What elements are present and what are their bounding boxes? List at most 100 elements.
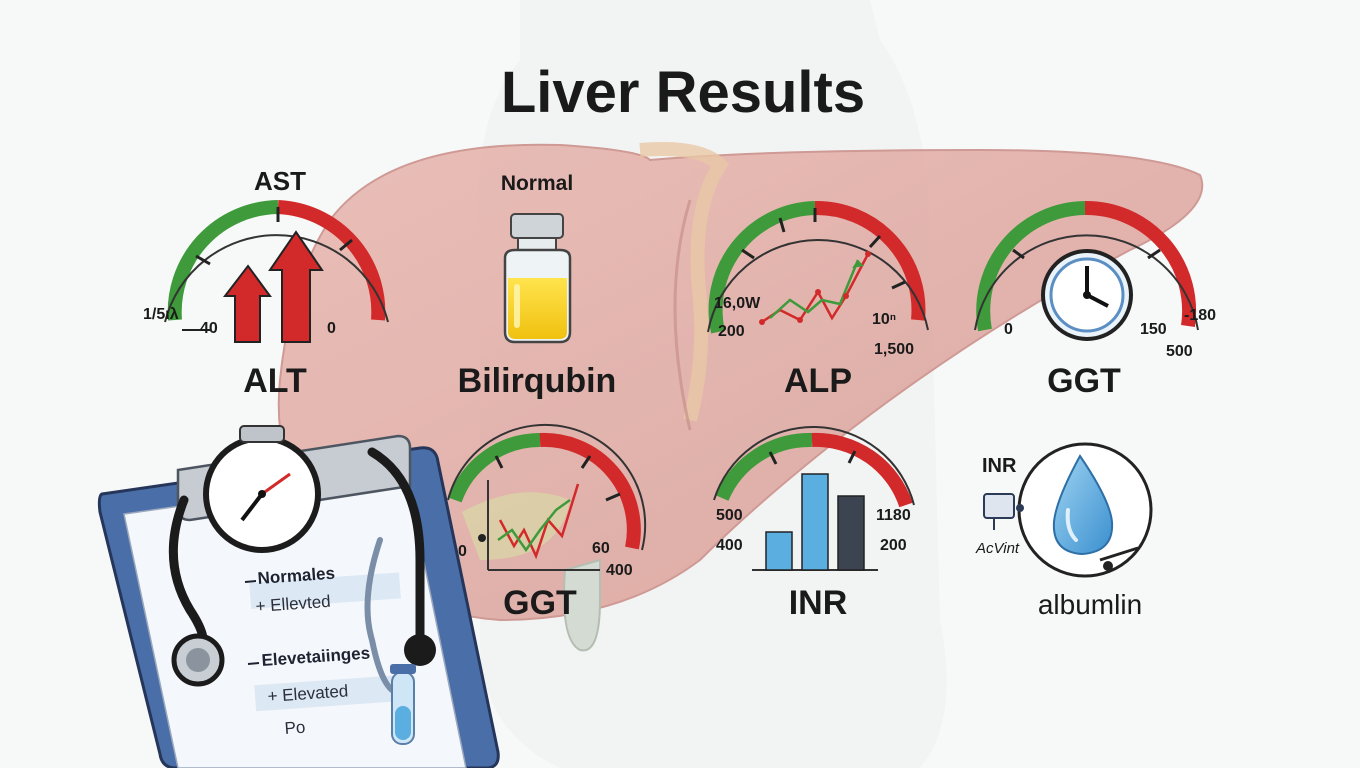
tick-label: 500	[1166, 343, 1193, 360]
gauge-tick	[768, 451, 778, 465]
gauge-outline	[713, 425, 915, 506]
tick-label: 60	[592, 540, 610, 557]
tick-label: 200	[880, 537, 907, 554]
stopwatch-center	[258, 490, 266, 498]
dial-pointer	[1099, 546, 1139, 562]
bar	[801, 473, 829, 571]
gauge-outline	[974, 234, 1199, 331]
bar	[837, 495, 865, 571]
stethoscope-tube	[364, 537, 395, 693]
ggt-mid-label: GGT	[503, 584, 577, 622]
trend-arrowhead	[852, 260, 864, 268]
trend-point	[815, 289, 821, 295]
gauge-red-arc	[539, 432, 641, 550]
dial-knob	[1103, 561, 1113, 571]
bar	[765, 531, 793, 571]
ggt-label: GGT	[1047, 362, 1121, 400]
gauge-tick	[494, 455, 504, 469]
gauge-outline	[707, 239, 929, 333]
stethoscope-earpiece	[404, 634, 436, 666]
arrow-up-icon	[268, 230, 324, 343]
paper-highlight	[249, 572, 401, 609]
gauge-tick	[195, 254, 211, 266]
ggt-gauge-top: 0 150 -180 500 GGT	[974, 200, 1216, 400]
tick-label: 40	[200, 320, 218, 337]
trend-line-red	[498, 483, 580, 560]
list-dash	[247, 662, 260, 665]
alp-gauge: 16,0W 200 10ⁿ 1,500 ALP	[707, 200, 929, 400]
stethoscope-chestpiece-inner	[186, 648, 210, 672]
bilirubin-status: Normal	[501, 172, 573, 195]
inr-label: INR	[789, 584, 848, 622]
gauge-outline	[164, 234, 389, 323]
tick-label: 1180	[876, 507, 911, 524]
inr-small-label: INR	[982, 455, 1017, 477]
gauge-tick	[605, 492, 621, 502]
gauge-tick	[847, 450, 857, 464]
alt-label: ALT	[243, 362, 307, 400]
tick-label: 0	[327, 320, 336, 337]
liver-lobe-divider	[673, 199, 692, 431]
albumin-label: albumlin	[1038, 589, 1142, 620]
gauge-outline	[447, 423, 647, 551]
gauge-tick	[741, 248, 755, 260]
tick-label: 1/5ιλ	[143, 306, 179, 323]
trend-point	[865, 251, 871, 257]
gauge-tick	[868, 234, 882, 249]
vial-fluid	[508, 278, 567, 339]
vial-neck	[517, 237, 557, 251]
bilirubin-panel: Normal Bilirqubin	[458, 172, 617, 400]
trend-point	[843, 293, 849, 299]
ggt-gauge-mid: 0 60 400 GGT	[447, 423, 647, 622]
vial-cap	[510, 213, 564, 239]
stethoscope-tube	[367, 447, 425, 645]
clipboard-item: Po	[284, 718, 306, 738]
gauge-tick	[778, 217, 786, 233]
gauge-green-arc	[448, 432, 541, 503]
paper-highlight	[254, 674, 406, 712]
gauge-tick	[891, 280, 906, 290]
tick-label: 400	[716, 537, 743, 554]
bilirubin-label: Bilirqubin	[458, 362, 617, 400]
device-icon-dot	[1016, 504, 1024, 512]
tick-label: 1,500	[874, 341, 914, 358]
gauge-green-arc	[167, 200, 279, 321]
tick-label: 500	[716, 507, 743, 524]
drop-shine	[1065, 508, 1078, 542]
page-title: Liver Results	[501, 60, 865, 125]
tick-label: 16,0W	[714, 295, 761, 312]
gauge-green-arc	[976, 201, 1086, 332]
device-label: AcVint	[975, 540, 1020, 557]
gauge-tick	[339, 238, 353, 252]
gauge-tick	[1012, 248, 1025, 260]
clock-center	[1083, 291, 1091, 299]
trend-line-green	[497, 498, 571, 553]
gauge-red-arc	[811, 432, 913, 508]
falciform-ligament	[639, 142, 730, 422]
stethoscope-icon	[168, 447, 436, 745]
tick-label: 0	[458, 543, 467, 560]
gauge-tick	[580, 455, 592, 469]
stopwatch-icon	[203, 425, 321, 553]
tick-label: 10ⁿ	[872, 311, 896, 328]
tick-label: 150	[1140, 321, 1167, 338]
stopwatch-hand	[240, 492, 264, 522]
gauge-tick	[1147, 248, 1161, 260]
trend-line-green	[769, 259, 860, 319]
albumin-panel: INR AcVint albumlin	[975, 442, 1153, 620]
tick-label: 400	[606, 562, 633, 579]
test-tube-cap	[390, 664, 416, 674]
ast-alt-gauge: AST 1/5ιλ 40 0 ALT	[143, 166, 389, 400]
stopwatch-hand	[261, 472, 291, 496]
arrow-up-icon	[222, 264, 272, 343]
device-icon	[983, 493, 1015, 519]
tick-label: -180	[1184, 307, 1216, 324]
stopwatch-crown	[239, 425, 285, 443]
trend-point	[478, 534, 486, 542]
test-tube-fill	[395, 706, 411, 740]
gallbladder	[563, 558, 601, 652]
list-dash	[244, 580, 257, 583]
inr-gauge: 500 400 1180 200 INR	[713, 425, 915, 622]
ast-label: AST	[254, 166, 306, 196]
